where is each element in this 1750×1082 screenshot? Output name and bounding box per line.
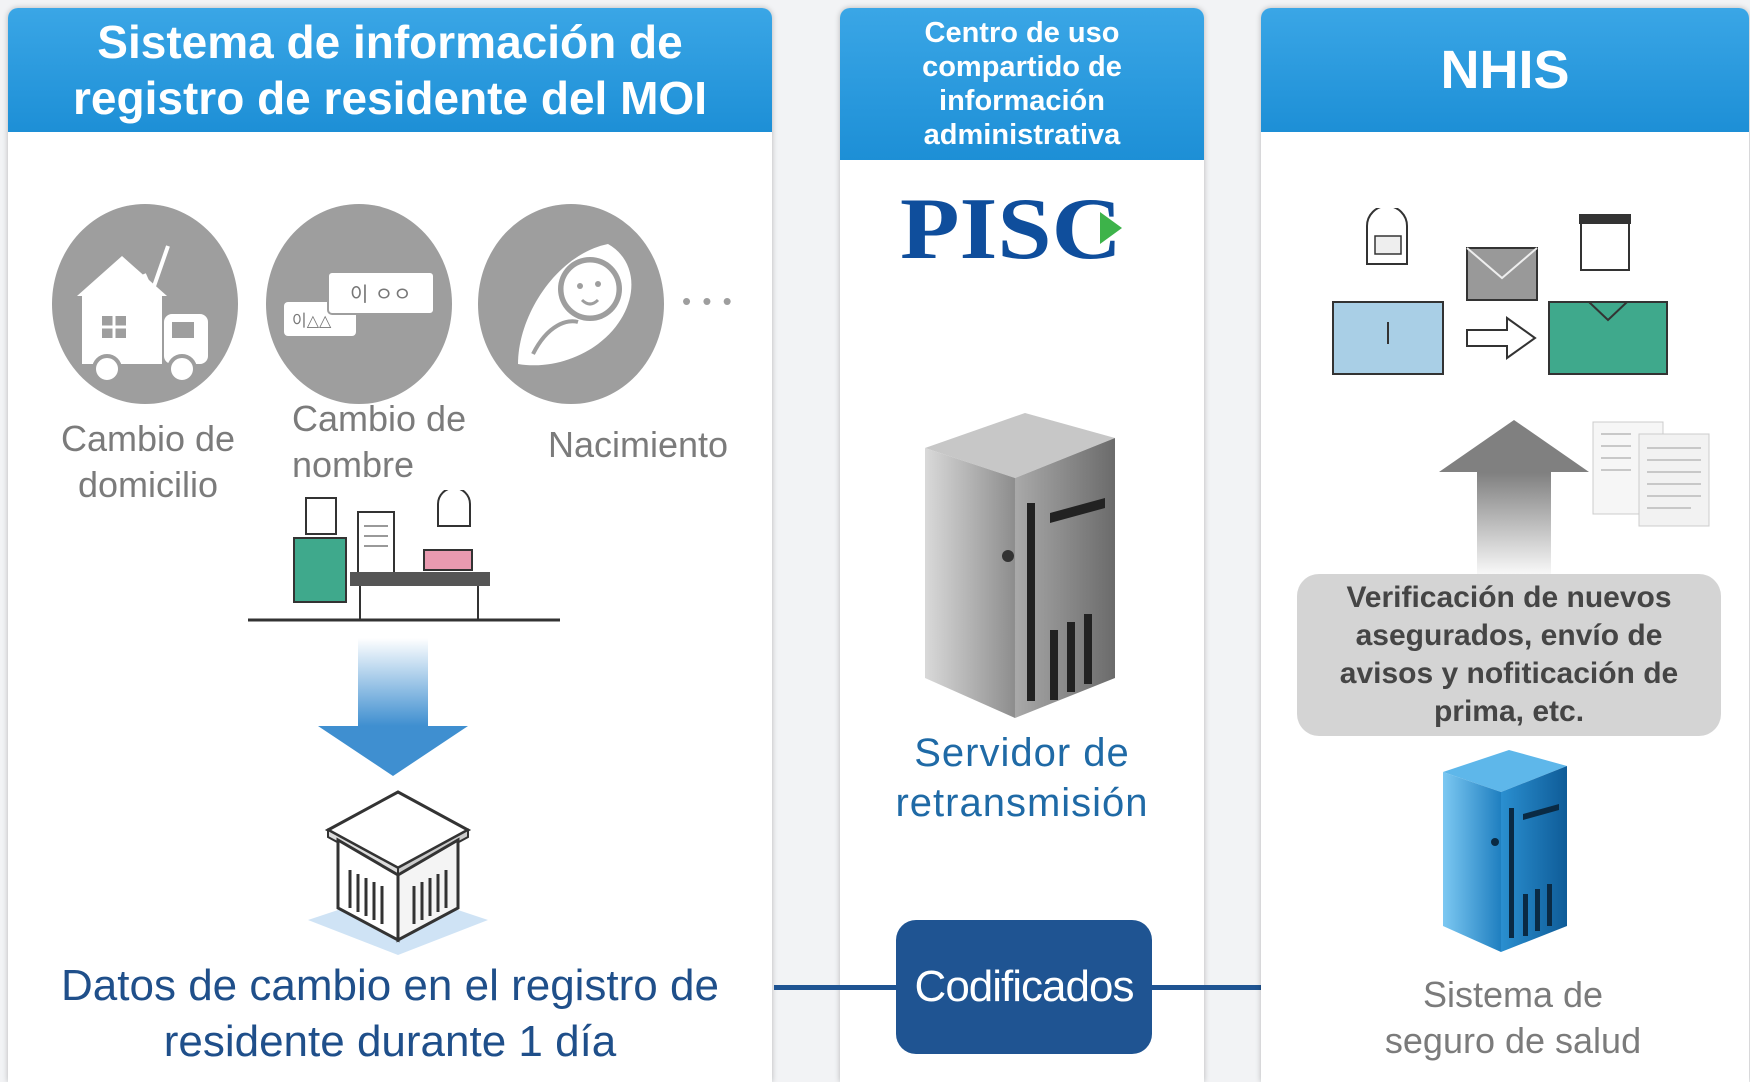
verification-callout-line3: avisos y nofiticación de: [1339, 657, 1679, 690]
more-ellipsis: • • •: [682, 286, 734, 316]
label-address-change-line2: domicilio: [77, 464, 219, 505]
health-system-server-icon: [1437, 746, 1577, 961]
verification-callout: Verificación de nuevos asegurados, envío…: [1297, 574, 1721, 736]
office-counter-illustration: [238, 487, 568, 635]
relay-server-label-line2: retransmisión: [895, 781, 1149, 825]
verification-callout-line4: prima, etc.: [1433, 695, 1585, 728]
moving-truck-icon: [52, 204, 238, 404]
relay-server-icon: [915, 408, 1135, 733]
label-name-change: Cambio de nombre: [292, 396, 492, 488]
pisc-title-line4: administrativa: [923, 119, 1121, 151]
daily-change-data-line2: residente durante 1 día: [163, 1017, 617, 1066]
relay-server-label-line1: Servidor de: [914, 731, 1130, 775]
nhis-header: NHIS: [1261, 8, 1749, 132]
health-system-label: Sistema de seguro de salud: [1373, 972, 1653, 1064]
pisc-logo-text: PISC: [900, 184, 1122, 268]
health-system-label-line1: Sistema de: [1422, 974, 1604, 1015]
label-birth: Nacimiento: [547, 424, 729, 465]
label-address-change: Cambio de domicilio: [28, 416, 268, 508]
label-name-change-line2: nombre: [292, 444, 415, 485]
down-arrow-icon: [318, 638, 468, 783]
name-card-icon: 이 ㅇㅇ 이△△: [266, 204, 452, 404]
flow-line-left: [774, 985, 898, 990]
moi-title-line2: registro de residente del MOI: [73, 72, 707, 124]
data-box-icon: [298, 780, 498, 965]
verification-callout-line1: Verificación de nuevos: [1346, 581, 1672, 614]
name-card-top-text: 이 ㅇㅇ: [350, 282, 412, 306]
notification-mail-illustration: [1331, 205, 1671, 393]
daily-change-data-text: Datos de cambio en el registro de reside…: [18, 958, 762, 1070]
pisc-logo: PISC: [900, 181, 1140, 278]
up-arrow-icon: [1439, 420, 1589, 585]
label-name-change-line1: Cambio de: [292, 398, 467, 439]
encoded-badge: Codificados: [896, 920, 1152, 1054]
pisc-title-line2: compartido de: [922, 51, 1122, 83]
pisc-title-line1: Centro de uso: [924, 17, 1120, 49]
nhis-panel: NHIS: [1261, 8, 1749, 1082]
moi-header: Sistema de información de registro de re…: [8, 8, 772, 132]
verification-callout-line2: asegurados, envío de: [1355, 619, 1663, 652]
relay-server-label: Servidor de retransmisión: [840, 728, 1204, 828]
name-card-bottom-text: 이△△: [292, 311, 332, 330]
moi-title-line1: Sistema de información de: [97, 16, 683, 68]
pisc-panel: Centro de uso compartido de información …: [840, 8, 1204, 1082]
pisc-header: Centro de uso compartido de información …: [840, 8, 1204, 160]
baby-icon: [478, 204, 664, 404]
health-system-label-line2: seguro de salud: [1384, 1020, 1642, 1061]
daily-change-data-line1: Datos de cambio en el registro de: [61, 961, 719, 1010]
pisc-title-line3: información: [939, 85, 1105, 117]
label-address-change-line1: Cambio de: [60, 418, 236, 459]
documents-icon: [1591, 420, 1711, 535]
moi-panel: Sistema de información de registro de re…: [8, 8, 772, 1082]
